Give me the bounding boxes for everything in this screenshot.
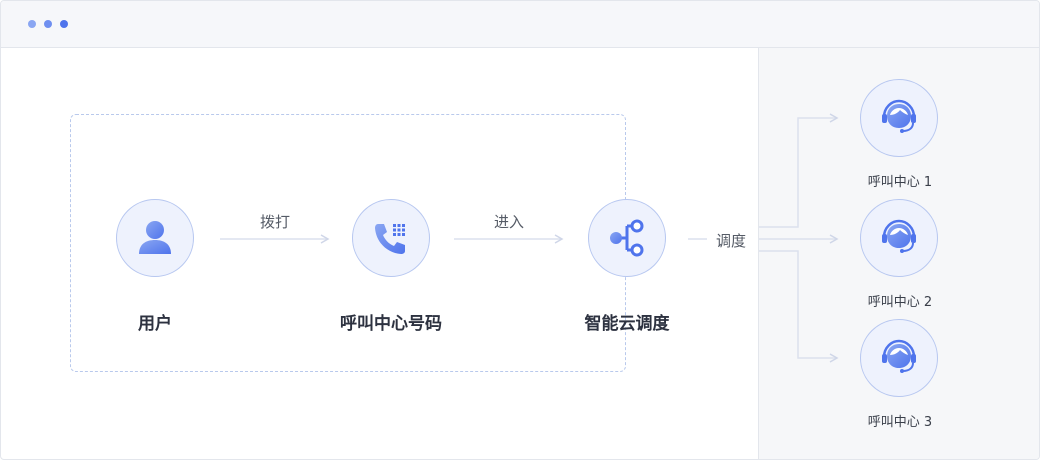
headset-agent-icon (882, 99, 916, 133)
share-nodes-icon (610, 219, 644, 257)
window-dot-2 (44, 20, 52, 28)
headset-agent-icon (882, 339, 916, 373)
callcenter-number-node (352, 199, 430, 277)
phone-dialpad-icon (375, 224, 405, 254)
callcenter-number-label: 呼叫中心号码 (340, 314, 442, 334)
user-icon (139, 221, 171, 254)
user-node (116, 199, 194, 277)
callcenter-3-node (860, 319, 938, 397)
callcenter-2-node (860, 199, 938, 277)
callcenter-2-label: 呼叫中心 2 (867, 295, 933, 310)
callcenter-1-node (860, 79, 938, 157)
edge-label-dispatch: 调度 (715, 232, 746, 250)
callcenter-1-label: 呼叫中心 1 (867, 175, 933, 190)
branch-1 (759, 113, 839, 228)
window-titlebar (1, 1, 1039, 48)
smart-dispatch-label: 智能云调度 (584, 314, 670, 334)
smart-dispatch-node (588, 199, 666, 277)
edge-label-dial: 拨打 (259, 213, 290, 231)
edge-label-enter: 进入 (493, 213, 524, 231)
branch-3 (759, 250, 839, 363)
callcenter-3-label: 呼叫中心 3 (867, 415, 933, 430)
headset-agent-icon (882, 219, 916, 253)
window-dot-1 (28, 20, 36, 28)
window-dot-3 (60, 20, 68, 28)
user-label: 用户 (138, 314, 172, 334)
